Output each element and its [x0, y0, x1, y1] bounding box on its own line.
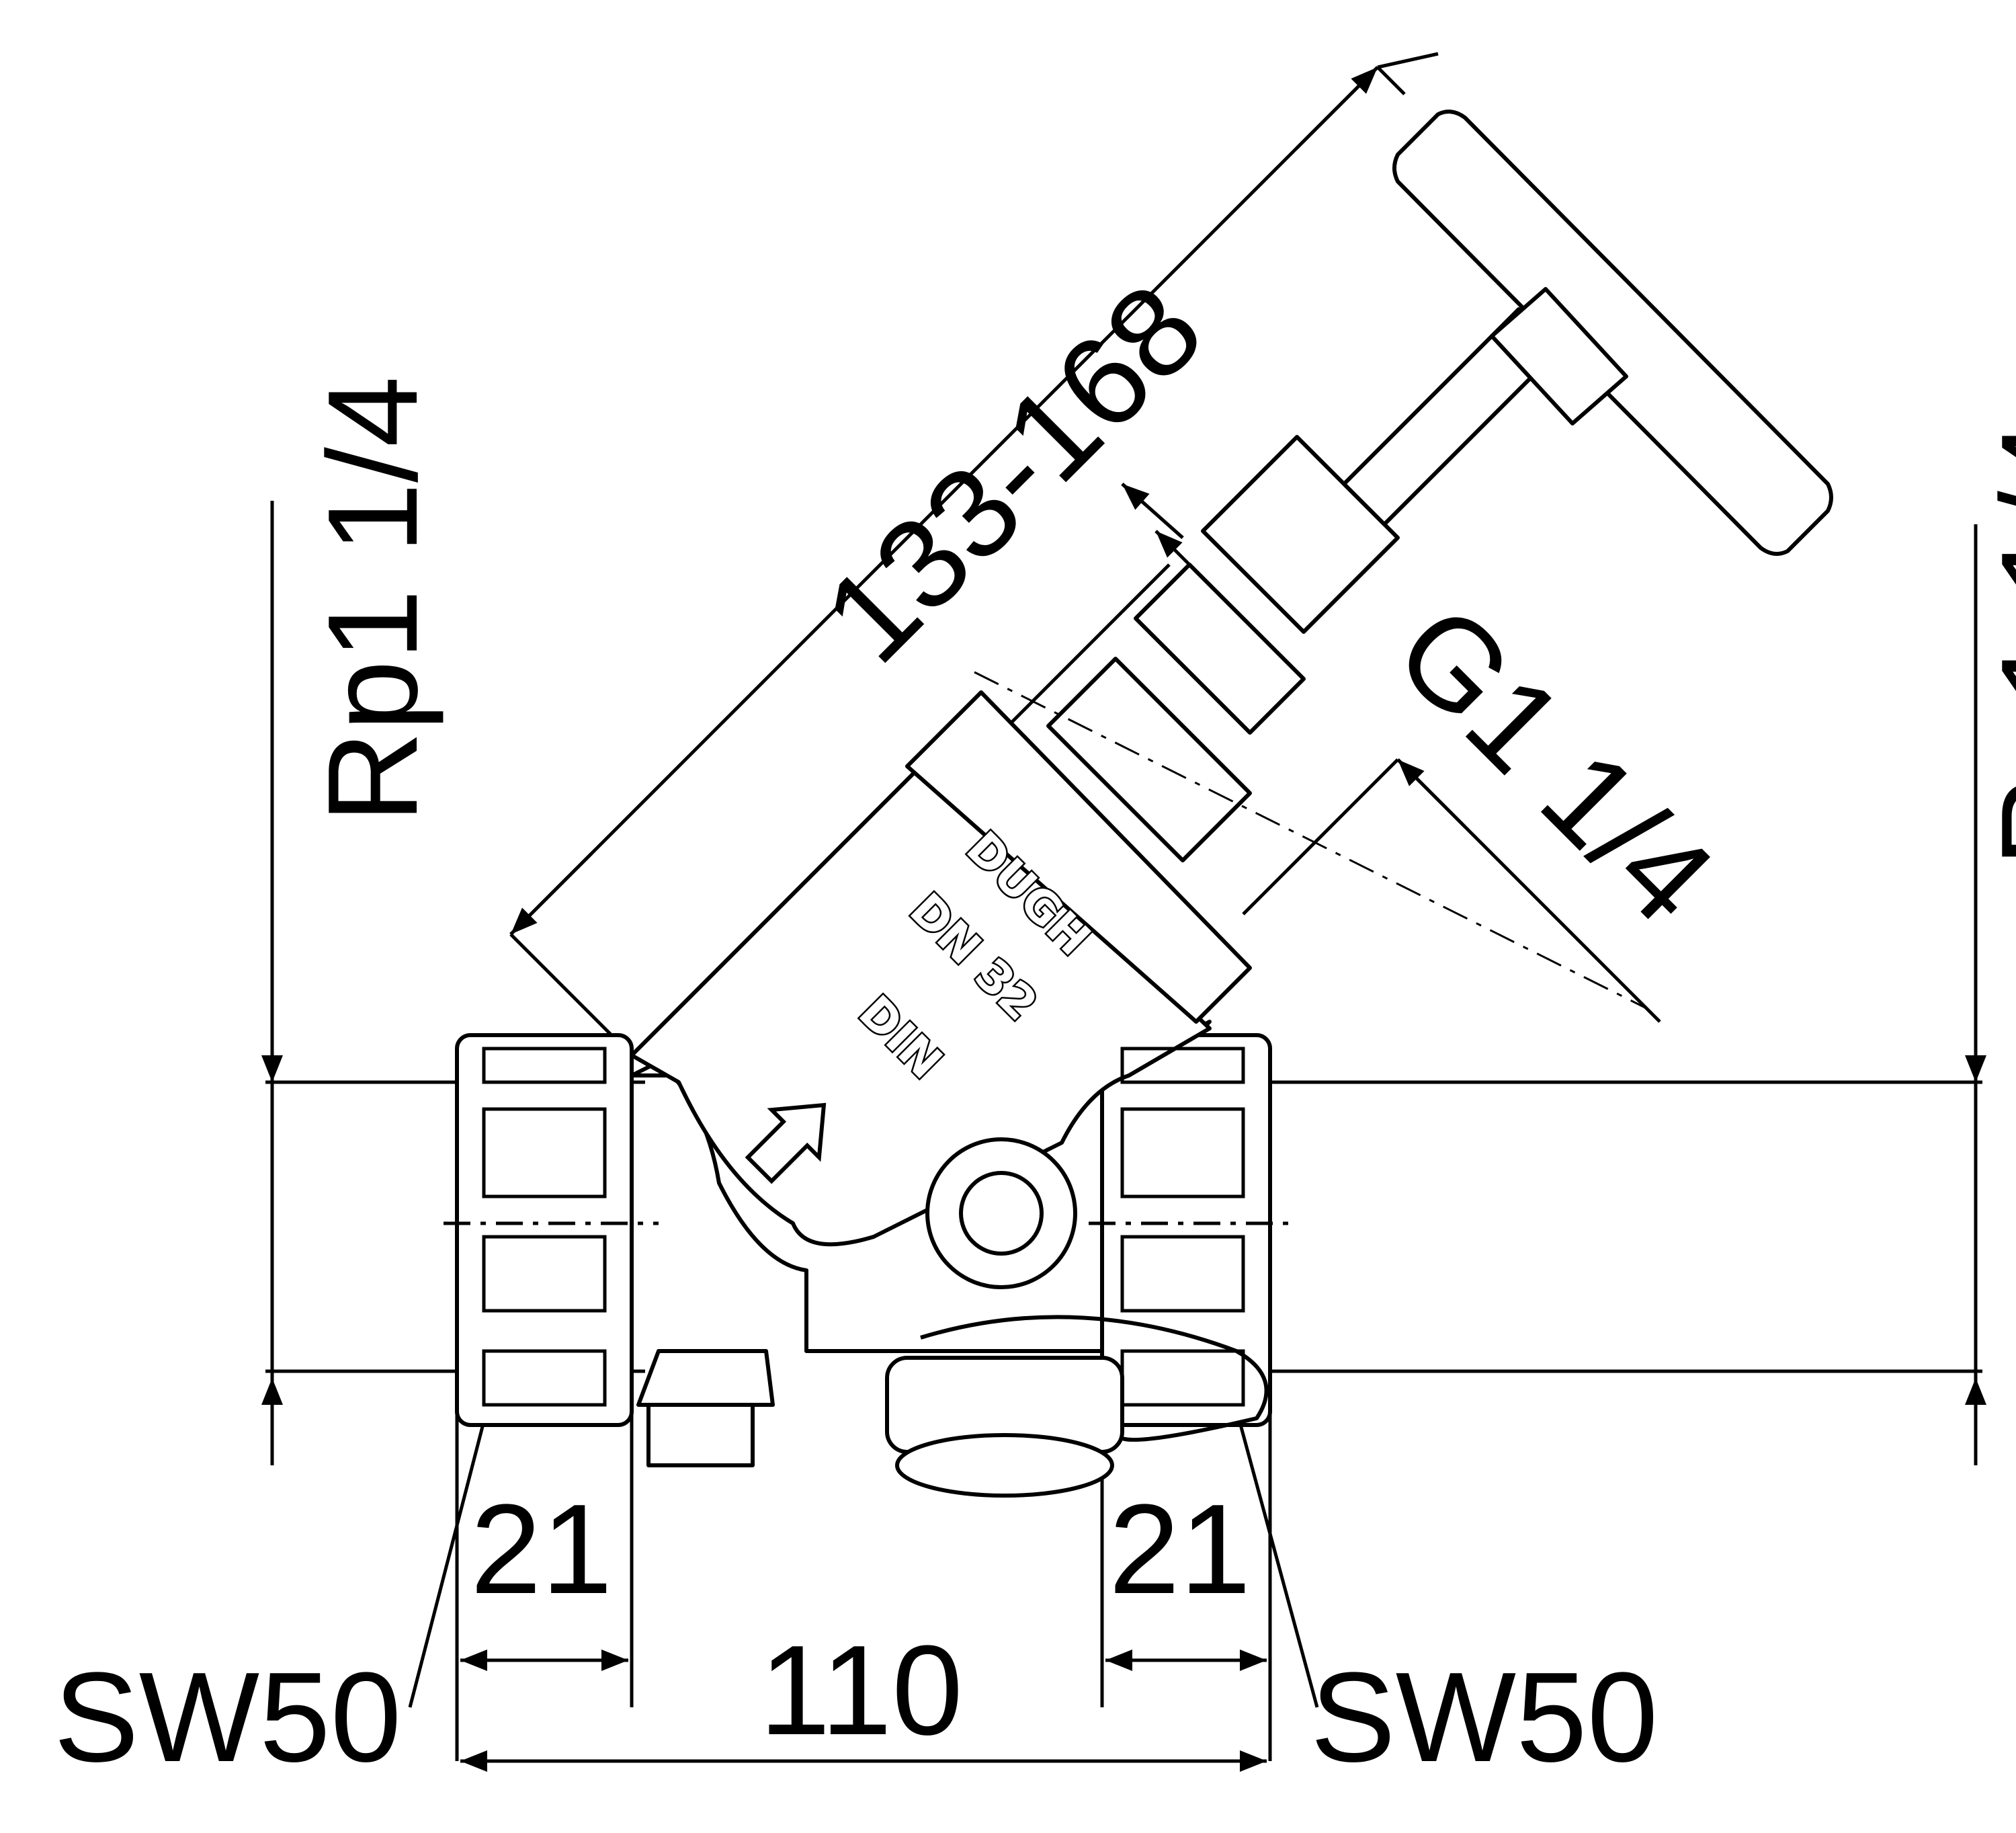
upper-sleeve	[1201, 435, 1400, 634]
packing-gland	[1134, 563, 1306, 735]
bonnet	[630, 758, 1212, 1247]
retaining-strap	[920, 1315, 1269, 1442]
drain-plug	[636, 1349, 775, 1407]
right-wrench-size-label: SW50	[1310, 1646, 1658, 1789]
vent-knob-centre	[959, 1171, 1044, 1256]
left-thread-depth-label: 21	[470, 1478, 612, 1621]
nut-grooves	[444, 671, 1647, 1407]
bonnet-collar	[905, 690, 1252, 1024]
test-point-cap-bottom	[895, 1433, 1114, 1498]
left-wrench-size-label: SW50	[54, 1646, 401, 1789]
overall-length-label: 110	[759, 1619, 963, 1762]
left-thread-label: Rp1 1/4	[302, 376, 444, 823]
drain-plug-tip	[646, 1403, 755, 1467]
left-hex-nut	[455, 1033, 634, 1427]
handwheel	[1392, 110, 1833, 556]
right-thread-depth-label: 21	[1109, 1478, 1251, 1621]
right-thread-label: Rp1 1/4	[1975, 420, 2016, 867]
body-thread-label: G1 1/4	[1369, 578, 1740, 950]
handwheel-hub	[1490, 287, 1628, 425]
flow-direction-arrow	[745, 1102, 827, 1184]
